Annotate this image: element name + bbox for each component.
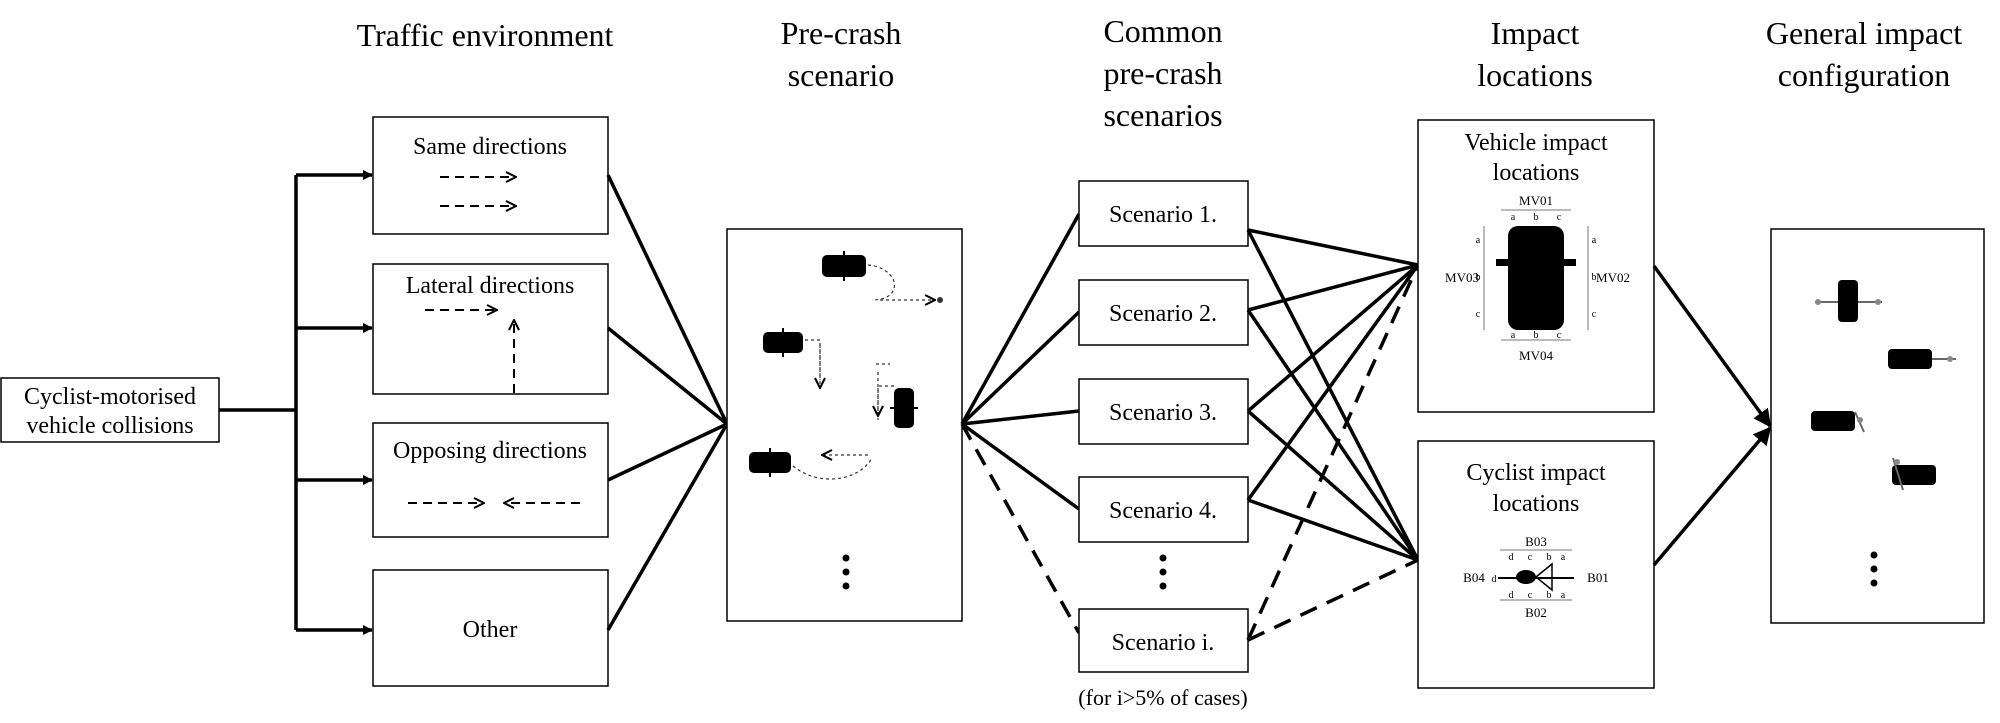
b02-zone-d: d [1509,590,1514,601]
mv03-zone-a: a [1476,235,1481,246]
b04-label: B04 [1463,570,1485,585]
header-general-line1: General impact [1766,15,1962,51]
header-precrash-line2: scenario [788,57,895,93]
mv03-zone-c: c [1476,309,1481,320]
mv02-zone-c: c [1592,309,1597,320]
precrash-to-scenarios-connectors [960,213,1081,634]
cyclist-diagram: B03 d c b a d B04 B01 d c b a B02 [1463,534,1609,620]
source-label-line2: vehicle collisions [26,413,193,439]
scenarios-ellipsis-dot-1 [1159,554,1167,562]
traffic-other-box: Other [372,569,609,687]
mv04-zone-b: b [1534,330,1539,341]
mv04-zone-a: a [1511,330,1516,341]
scenario-4-label: Scenario 4. [1109,498,1217,524]
precrash-car-icon-1 [822,251,943,303]
precrash-scenario-box [726,228,963,622]
scenarios-ellipsis-dot-2 [1159,568,1167,576]
general-impact-box [1770,228,1985,624]
scenario-i-label: Scenario i. [1112,630,1215,656]
b02-zone-b: b [1547,590,1552,601]
precrash-car-icon-3 [876,363,918,428]
general-config-icon-4 [1892,457,1936,491]
vehicle-diagram: MV01 a b c a b c MV04 a b c MV03 a b c M… [1445,193,1630,363]
header-common-line1: Common [1103,13,1222,49]
source-box: Cyclist-motorised vehicle collisions [0,377,220,443]
b03-label: B03 [1525,534,1547,549]
header-common-line2: pre-crash [1103,55,1222,91]
general-config-icon-3 [1811,411,1865,433]
b02-zone-c: c [1528,590,1533,601]
b03-zone-a: a [1561,552,1566,563]
mv03-zone-b: b [1476,272,1481,283]
mv04-label: MV04 [1519,348,1553,363]
precrash-ellipsis-dot-1 [842,554,850,562]
cyclist-impact-title-line1: Cyclist impact [1466,460,1606,486]
general-ellipsis-dot-3 [1870,579,1878,587]
mv01-label: MV01 [1519,193,1553,208]
mv02-label: MV02 [1596,270,1630,285]
scenario-1-label: Scenario 1. [1109,202,1217,228]
traffic-lateral-label: Lateral directions [406,273,575,299]
b03-zone-c: c [1528,552,1533,563]
b02-label: B02 [1525,605,1547,620]
mv04-zone-c: c [1557,330,1562,341]
b03-zone-b: b [1547,552,1552,563]
precrash-ellipsis-dot-2 [842,568,850,576]
precrash-car-icon-4 [749,448,873,480]
precrash-ellipsis-dot-3 [842,582,850,590]
scenario-box-i: Scenario i. [1078,608,1249,673]
b02-zone-a: a [1561,590,1566,601]
traffic-opposing-directions-box: Opposing directions [372,422,609,538]
column-headers: Traffic environment Pre-crash scenario C… [357,13,1963,133]
mv01-zone-c: c [1557,212,1562,223]
general-ellipsis-dot-2 [1870,565,1878,573]
mv02-zone-a: a [1592,235,1597,246]
header-impact-line1: Impact [1491,15,1580,51]
header-impact-line2: locations [1477,57,1593,93]
b04-zone-d: d [1492,574,1497,585]
scenario-box-1: Scenario 1. [1078,180,1249,247]
scenario-box-4: Scenario 4. [1078,476,1249,543]
traffic-lateral-directions-box: Lateral directions [372,263,609,395]
b03-zone-d: d [1509,552,1514,563]
mv01-zone-b: b [1534,212,1539,223]
general-config-icon-1 [1815,280,1882,322]
vehicle-impact-box: Vehicle impact locations MV01 a b c a b … [1417,119,1655,413]
source-label-line1: Cyclist-motorised [24,384,196,410]
header-traffic-environment: Traffic environment [357,17,614,53]
mv03-label: MV03 [1445,270,1479,285]
scenario-threshold-note: (for i>5% of cases) [1078,685,1247,710]
precrash-car-icon-2 [763,328,820,388]
traffic-to-precrash-connectors [606,174,729,631]
mv01-zone-a: a [1511,212,1516,223]
traffic-same-directions-box: Same directions [372,116,609,235]
impact-to-general-connectors [1652,264,1772,567]
b01-label: B01 [1587,570,1609,585]
scenario-box-2: Scenario 2. [1078,279,1249,346]
general-config-icon-2 [1888,349,1956,369]
traffic-other-label: Other [463,617,518,643]
header-common-line3: scenarios [1103,97,1222,133]
bicycle-icon [1498,562,1574,592]
cyclist-impact-title-line2: locations [1493,491,1580,517]
scenario-2-label: Scenario 2. [1109,301,1217,327]
header-precrash-line1: Pre-crash [781,15,902,51]
scenarios-ellipsis-dot-3 [1159,582,1167,590]
vehicle-impact-title-line1: Vehicle impact [1464,130,1608,156]
header-general-line2: configuration [1778,57,1950,93]
mv02-zone-b: b [1592,272,1597,283]
vehicle-body-icon [1508,226,1564,330]
general-ellipsis-dot-1 [1870,551,1878,559]
traffic-opposing-label: Opposing directions [393,438,587,464]
source-tree-connector [219,170,373,635]
scenarios-to-impact-connectors [1246,228,1420,642]
cyclist-impact-box: Cyclist impact locations B03 d c b a d B… [1417,440,1655,689]
scenario-box-3: Scenario 3. [1078,378,1249,445]
traffic-same-label: Same directions [413,134,567,160]
scenario-3-label: Scenario 3. [1109,400,1217,426]
vehicle-impact-title-line2: locations [1493,160,1580,186]
